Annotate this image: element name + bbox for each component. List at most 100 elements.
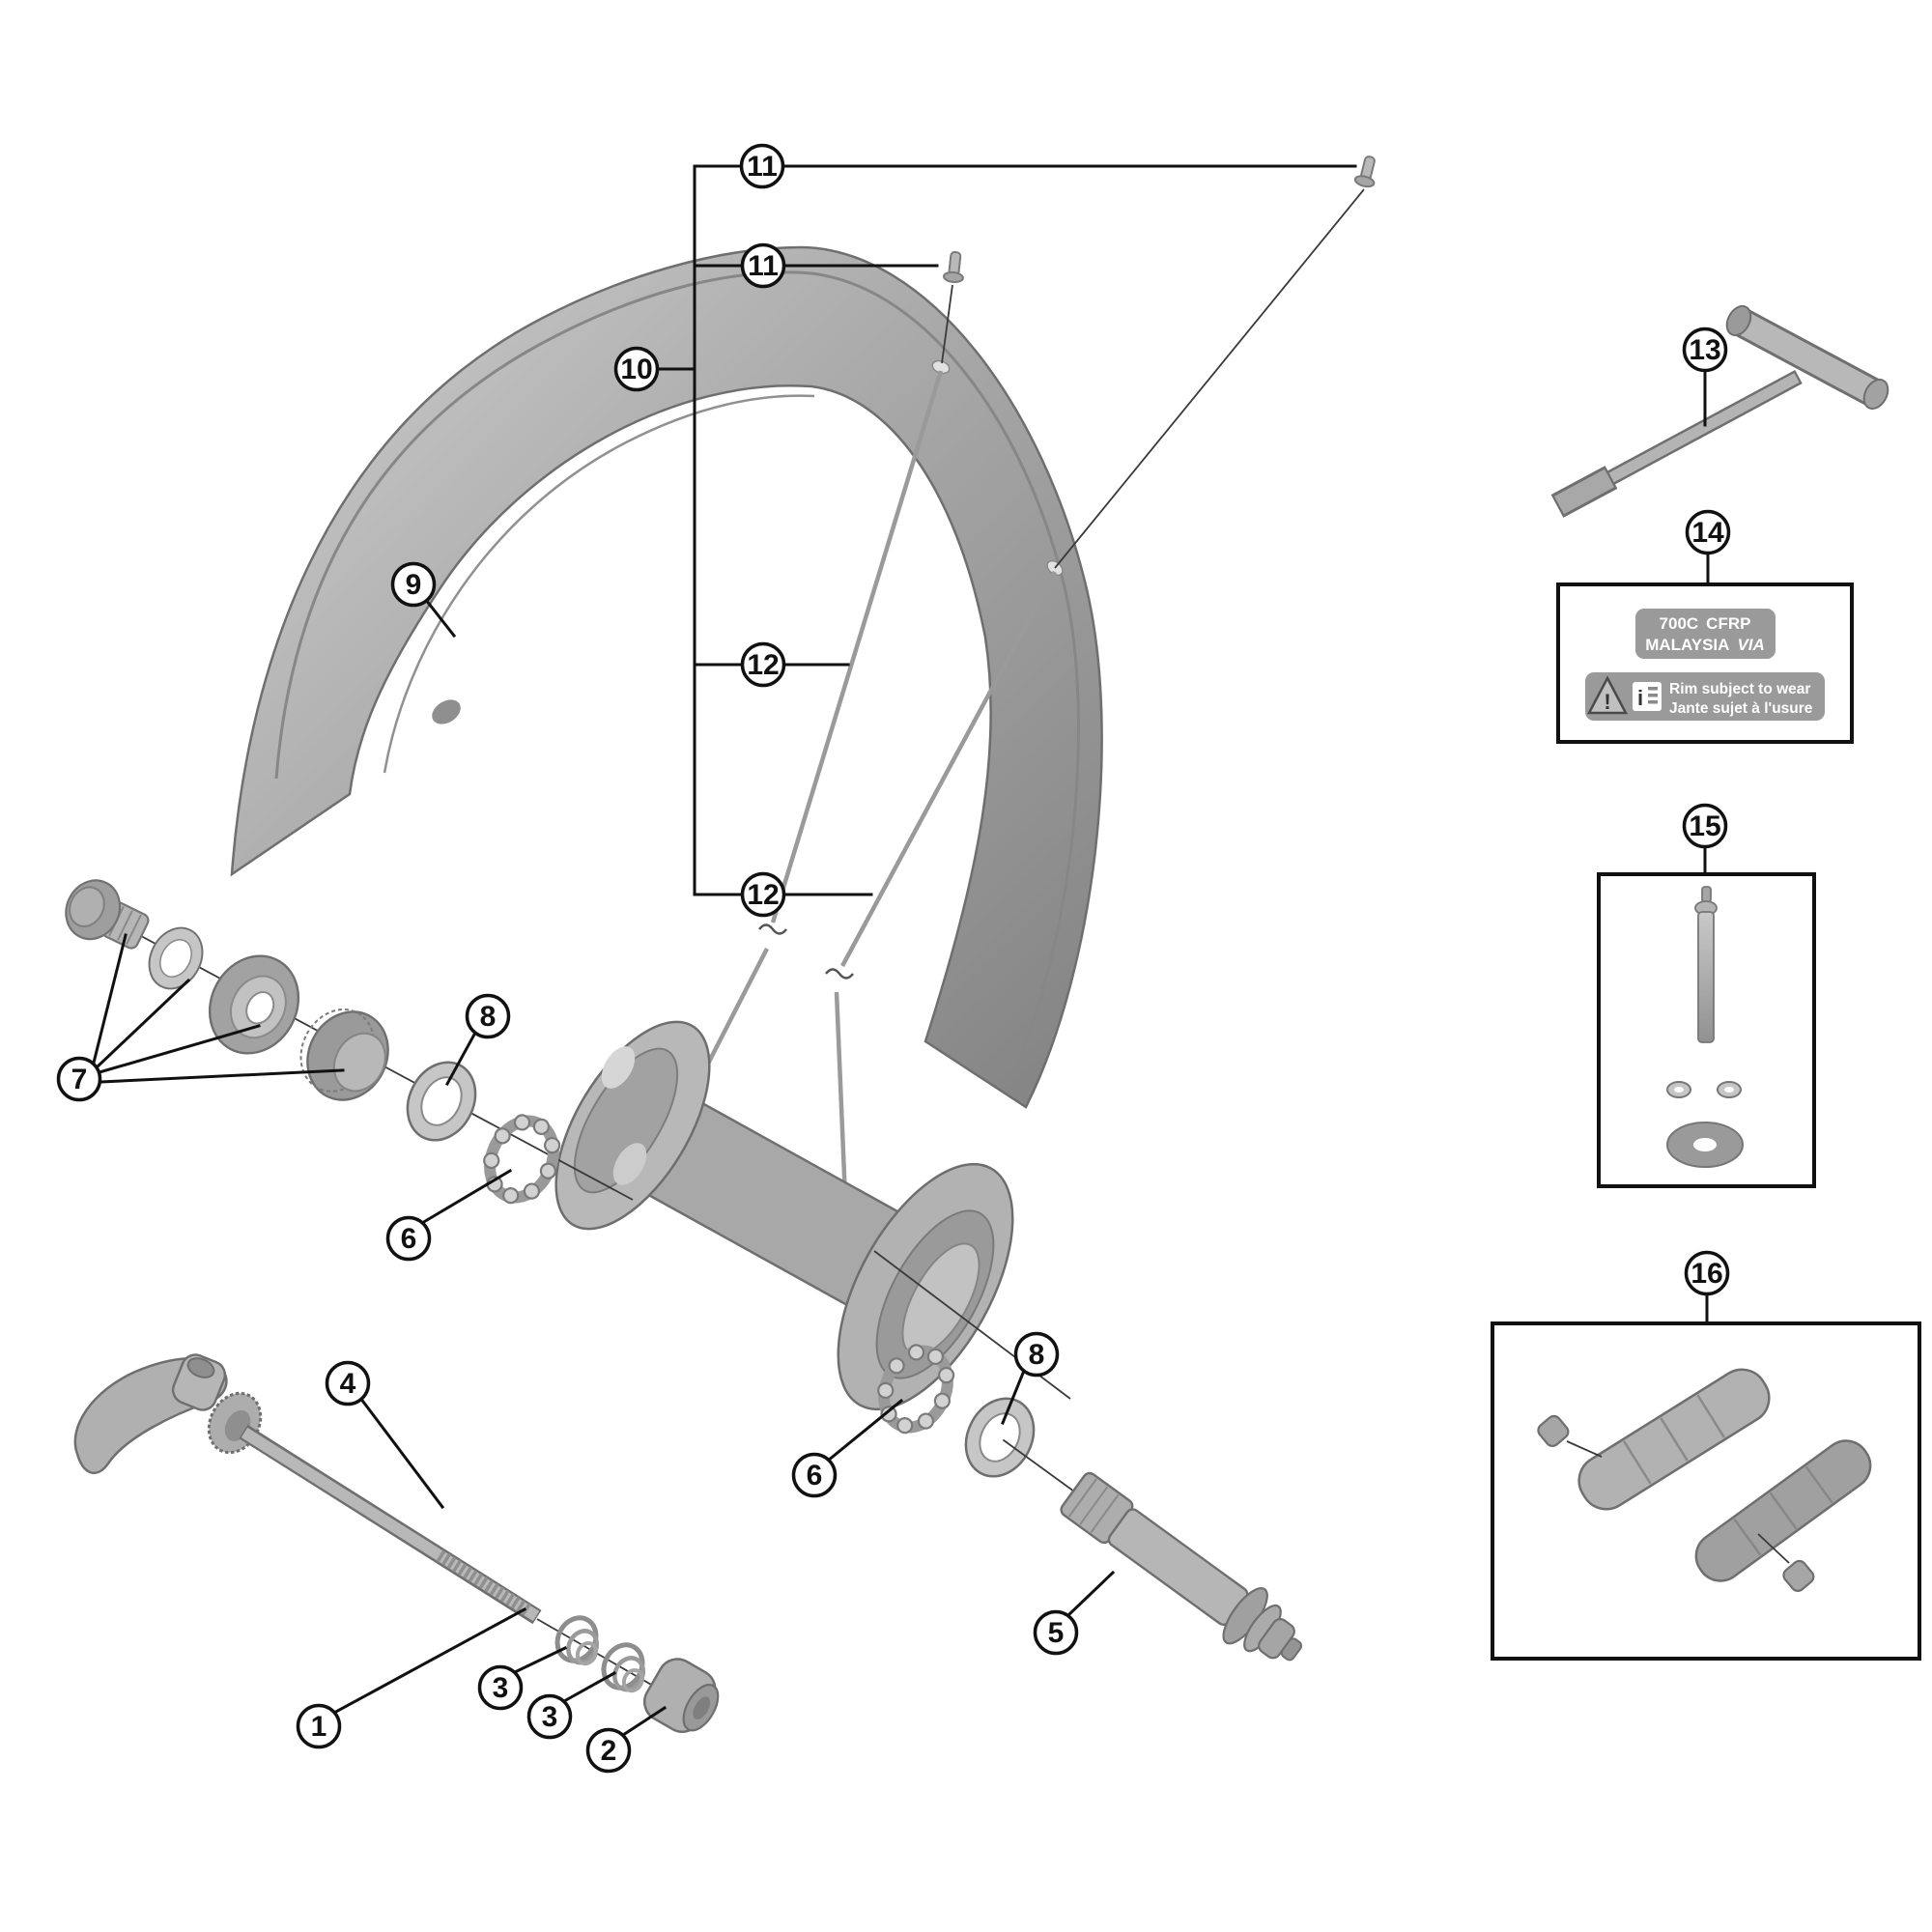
rim-brake-track-line xyxy=(274,270,1080,1075)
leader-line xyxy=(94,978,191,1070)
spoke-break-mark xyxy=(758,923,787,935)
rim-bed-line xyxy=(383,394,815,774)
leader-line xyxy=(331,1606,527,1716)
qr-rod xyxy=(241,1427,540,1622)
manual-i-glyph: i xyxy=(1637,686,1643,710)
brake-pad-box xyxy=(1491,1321,1921,1661)
svg-text:11: 11 xyxy=(747,151,778,183)
svg-text:12: 12 xyxy=(747,649,779,681)
qr-end-nut xyxy=(642,1658,720,1734)
svg-text:10: 10 xyxy=(620,354,652,385)
leader-line xyxy=(357,1395,445,1510)
bolt-pointer-line xyxy=(1757,1533,1790,1564)
callout-12: 12 xyxy=(740,871,786,918)
leader-lines xyxy=(92,164,1710,1738)
cone-locknut-group xyxy=(65,879,634,1201)
svg-text:3: 3 xyxy=(493,1672,509,1704)
svg-text:4: 4 xyxy=(340,1368,356,1400)
valve-o-ring-hole xyxy=(1724,1087,1734,1093)
brake-pad xyxy=(1577,1368,1771,1511)
callout-11: 11 xyxy=(740,242,786,289)
warning-text-en: Rim subject to wear xyxy=(1669,681,1810,697)
qr-rod-threads xyxy=(436,1549,533,1617)
leader-line xyxy=(620,1705,668,1738)
callout-9: 9 xyxy=(390,561,437,608)
hub-axle xyxy=(1002,1438,1303,1662)
callout-4: 4 xyxy=(325,1360,371,1406)
svg-text:14: 14 xyxy=(1691,517,1724,549)
rim-valve-hole xyxy=(432,699,461,724)
spoke-break-mark xyxy=(825,968,854,980)
manual-icon-line xyxy=(1648,700,1658,704)
qr-spring xyxy=(550,1611,608,1670)
leader-line xyxy=(1065,1570,1116,1618)
callout-8: 8 xyxy=(1013,1331,1060,1378)
warning-text-fr: Jante sujet à l'usure xyxy=(1669,700,1813,717)
svg-text:15: 15 xyxy=(1689,810,1720,842)
tool-socket xyxy=(1554,469,1614,515)
callout-12: 12 xyxy=(740,641,786,688)
hub-body xyxy=(554,1020,1071,1411)
callout-10: 10 xyxy=(613,346,660,392)
tool-handle xyxy=(1735,310,1880,405)
callout-6: 6 xyxy=(791,1452,838,1498)
brake-pad-box-frame xyxy=(1491,1321,1921,1661)
svg-text:1: 1 xyxy=(311,1711,327,1743)
svg-text:13: 13 xyxy=(1689,334,1720,366)
svg-text:7: 7 xyxy=(71,1064,88,1095)
rim xyxy=(230,245,1103,1109)
svg-text:11: 11 xyxy=(748,250,779,282)
spoke xyxy=(770,370,944,923)
callout-3: 3 xyxy=(526,1693,573,1740)
leader-line xyxy=(423,597,457,639)
leader-line xyxy=(444,1030,478,1087)
leader-line xyxy=(561,1670,617,1704)
tool-handle-end xyxy=(1862,378,1889,411)
model-sticker xyxy=(1635,609,1776,659)
svg-text:9: 9 xyxy=(406,569,422,601)
hub-left-flange-face xyxy=(573,1047,679,1194)
spoke-nipple xyxy=(942,250,967,284)
callout-16: 16 xyxy=(1684,1250,1730,1296)
svg-text:5: 5 xyxy=(1048,1617,1065,1649)
svg-text:12: 12 xyxy=(747,879,779,911)
warning-triangle-icon xyxy=(1586,675,1629,715)
svg-text:8: 8 xyxy=(1029,1339,1045,1371)
explosion-axis-line xyxy=(1002,1438,1074,1492)
manual-icon-line xyxy=(1648,694,1658,697)
callout-14: 14 xyxy=(1685,509,1731,555)
qr-spring xyxy=(596,1638,654,1697)
manual-icon-line xyxy=(1648,687,1658,691)
callouts: 11 11 10 12 12 9 13 14 15 16 7 8 8 6 6 xyxy=(56,143,1731,1774)
valve-o-ring-hole xyxy=(1674,1087,1684,1093)
callout-15: 15 xyxy=(1682,803,1728,849)
hub-flange-cutout xyxy=(601,1046,636,1089)
valve-extender-tube xyxy=(1697,911,1715,1043)
leader-line xyxy=(98,1024,261,1074)
valve-extender-box xyxy=(1597,872,1816,1188)
tool-handle-end xyxy=(1725,304,1752,337)
leader-line xyxy=(99,1068,345,1084)
hub-seal-ring xyxy=(952,1385,1048,1490)
spoke xyxy=(840,570,1057,968)
svg-text:6: 6 xyxy=(807,1460,823,1492)
callout-2: 2 xyxy=(585,1727,632,1774)
brake-pad xyxy=(1694,1439,1872,1582)
valve-rubber-washer-hole xyxy=(1693,1138,1717,1151)
leader-line xyxy=(512,1645,568,1675)
hub-washer xyxy=(137,918,214,999)
hub-flange-cutout xyxy=(612,1143,647,1185)
nipple-wrench-tool xyxy=(1550,304,1889,518)
svg-text:6: 6 xyxy=(401,1223,417,1255)
callout-1: 1 xyxy=(296,1703,342,1749)
callout-3: 3 xyxy=(477,1664,524,1711)
quick-release-assembly xyxy=(73,1353,720,1734)
svg-text:3: 3 xyxy=(542,1701,558,1733)
svg-text:8: 8 xyxy=(480,1001,497,1033)
hub-locknut xyxy=(65,879,150,950)
leader-line xyxy=(1001,1369,1026,1425)
